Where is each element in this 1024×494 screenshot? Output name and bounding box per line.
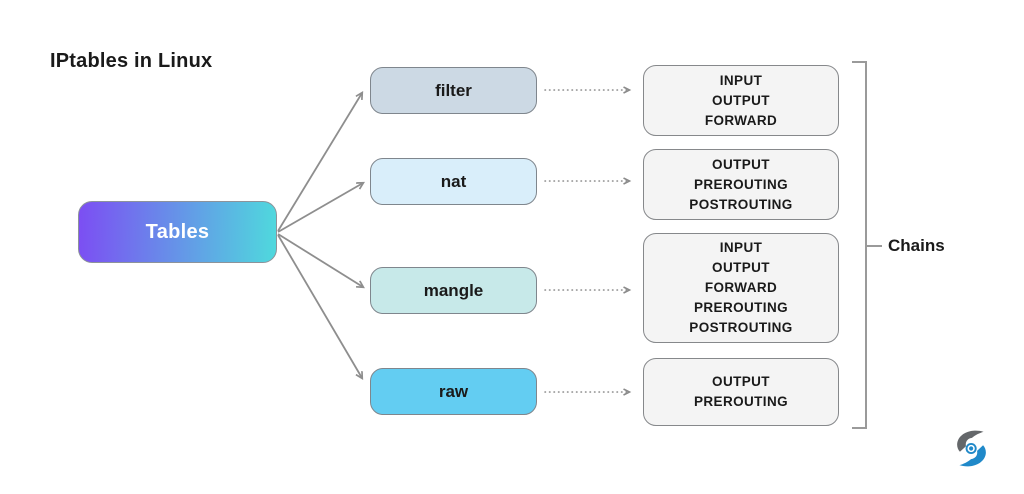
table-node-raw: raw (370, 368, 537, 415)
chain-box-filter: INPUT OUTPUT FORWARD (643, 65, 839, 136)
chains-bracket-label: Chains (888, 236, 945, 255)
chains-bracket (852, 61, 882, 429)
logo-blue-wave (959, 445, 986, 467)
page-title: IPtables in Linux (50, 50, 213, 72)
chain-box-raw: OUTPUT PREROUTING (643, 358, 839, 426)
logo-gray-wing (957, 430, 984, 452)
chain-item: INPUT (719, 72, 763, 88)
chain-item: FORWARD (704, 112, 778, 128)
chain-item: POSTROUTING (689, 196, 793, 212)
chain-item: OUTPUT (712, 156, 770, 172)
tables-arrows (277, 93, 363, 378)
chain-box-nat: OUTPUT PREROUTING POSTROUTING (643, 149, 839, 220)
table-node-filter: filter (370, 67, 537, 114)
dotted-connectors (544, 90, 629, 392)
chain-item: INPUT (719, 240, 763, 255)
chain-item: PREROUTING (693, 300, 788, 315)
chain-box-mangle: INPUT OUTPUT FORWARD PREROUTING POSTROUTING (643, 233, 839, 343)
tables-node: Tables (78, 201, 277, 263)
phoenixnap-logo-icon (957, 430, 986, 467)
table-node-mangle: mangle (370, 267, 537, 314)
chain-item: FORWARD (704, 280, 778, 295)
chain-item: PREROUTING (693, 176, 788, 192)
chain-item: POSTROUTING (689, 320, 793, 335)
table-node-nat: nat (370, 158, 537, 205)
chain-item: OUTPUT (712, 260, 770, 275)
chain-item: OUTPUT (712, 92, 770, 108)
chain-item: OUTPUT (712, 374, 770, 389)
tables-node-label: Tables (145, 220, 210, 243)
chain-item: PREROUTING (693, 394, 788, 409)
